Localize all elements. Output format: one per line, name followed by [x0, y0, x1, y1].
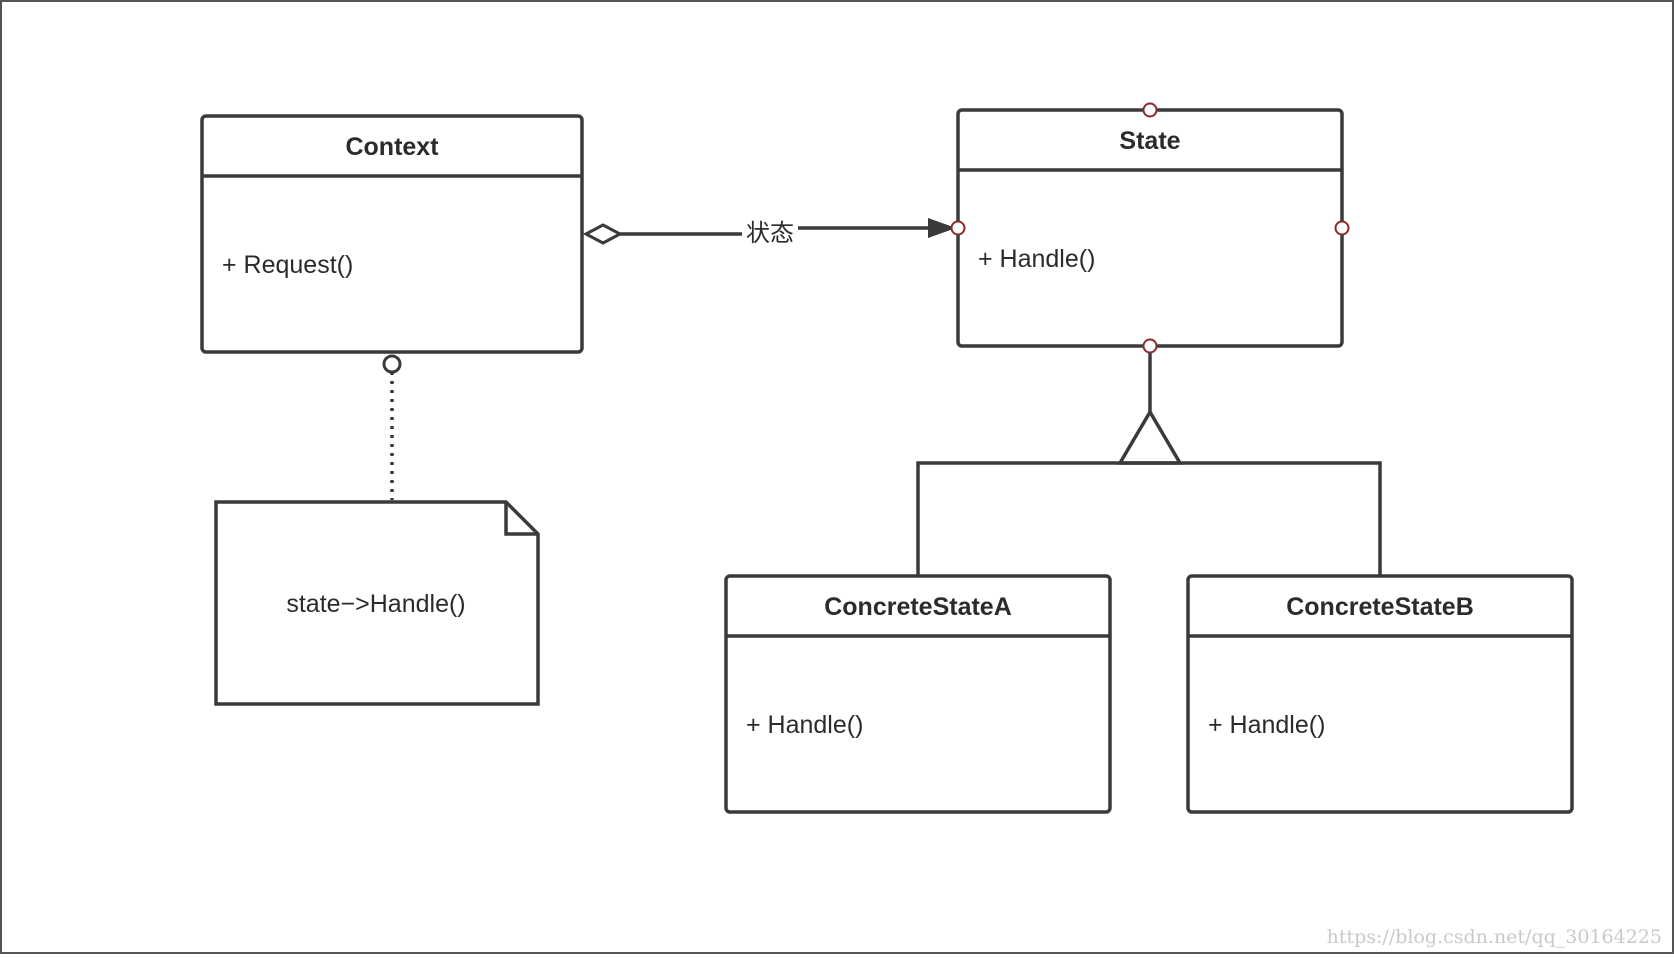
class-context[interactable]: Context + Request()	[200, 114, 584, 354]
class-concrete-state-a-name: ConcreteStateA	[824, 593, 1012, 621]
edge-generalization[interactable]	[916, 346, 1382, 576]
note-folded-corner	[504, 502, 538, 536]
aggregation-diamond-icon	[582, 223, 624, 245]
class-state[interactable]: State + Handle()	[956, 108, 1344, 348]
port-state-bottom[interactable]	[1142, 338, 1158, 354]
class-context-name: Context	[345, 133, 439, 161]
port-state-left[interactable]	[950, 220, 966, 236]
class-concrete-state-b-name: ConcreteStateB	[1286, 593, 1474, 621]
edge-aggregation-label: 状态	[746, 219, 794, 247]
note-shape[interactable]	[214, 500, 540, 706]
class-concrete-state-b[interactable]: ConcreteStateB + Handle()	[1186, 574, 1574, 814]
class-state-method: + Handle()	[978, 245, 1095, 273]
edge-aggregation[interactable]: 状态	[582, 218, 956, 247]
generalization-triangle-icon	[1116, 408, 1184, 465]
class-context-method: + Request()	[222, 251, 353, 279]
class-concrete-state-a[interactable]: ConcreteStateA + Handle()	[724, 574, 1112, 814]
arrow-head-icon	[928, 218, 956, 238]
class-concrete-state-a-method: + Handle()	[746, 711, 863, 739]
note[interactable]: state−>Handle()	[214, 500, 540, 706]
port-state-right[interactable]	[1334, 220, 1350, 236]
class-state-name: State	[1119, 127, 1180, 155]
generalization-branches	[916, 461, 1382, 576]
note-anchor-circle	[382, 354, 402, 374]
port-state-top[interactable]	[1142, 102, 1158, 118]
class-concrete-state-b-method: + Handle()	[1208, 711, 1325, 739]
watermark-text: https://blog.csdn.net/qq_30164225	[1327, 926, 1662, 948]
note-text: state−>Handle()	[286, 590, 465, 618]
